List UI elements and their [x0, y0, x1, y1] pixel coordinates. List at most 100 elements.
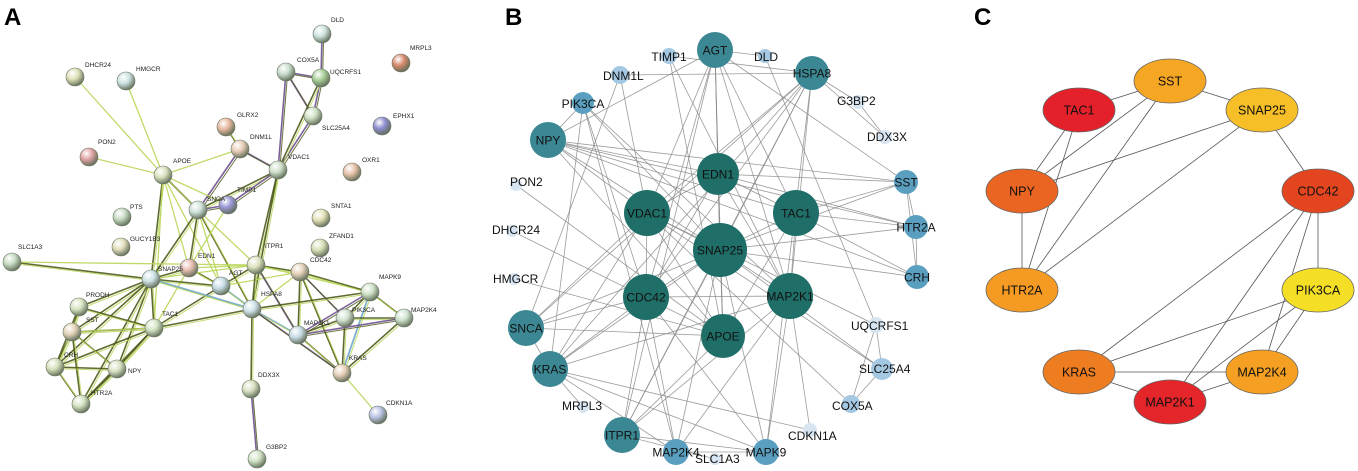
b-label-map2k1: MAP2K1 — [766, 290, 814, 304]
a-label-ephx1: EPHX1 — [393, 113, 415, 120]
a-edge-map2k4-kras-parallel — [343, 319, 406, 375]
b-label-npy: NPY — [536, 134, 561, 148]
b-node-apoe — [701, 314, 745, 358]
b-node-ddx3x — [878, 130, 892, 144]
b-edge-apoe-pon2 — [515, 184, 724, 337]
a-node-pik3ca — [335, 308, 355, 328]
a-label-snca: SNCA — [207, 196, 226, 203]
a-edge-itpr1-map2k1 — [255, 264, 299, 336]
a-edge-snap25-htr2a — [80, 278, 152, 405]
b-edge-cdc42-map2k1 — [645, 295, 791, 298]
b-label-edn1: EDN1 — [702, 168, 734, 182]
b-edge-edn1-sst — [717, 173, 907, 183]
b-node-cox5a — [842, 395, 860, 413]
b-node-sst — [894, 170, 918, 194]
a-edge-tac1-crh-parallel — [56, 329, 156, 370]
b-edge-agt-npy — [547, 49, 716, 141]
b-edge-tac1-apoe — [722, 212, 797, 337]
b-label-pik3ca: PIK3CA — [562, 97, 605, 111]
a-edge-vdac1-hspa8-parallel — [253, 171, 281, 311]
a-node-gucy1b3 — [111, 237, 131, 257]
a-label-dld: DLD — [331, 17, 344, 24]
a-label-crh: CRH — [64, 352, 78, 359]
b-label-dhcr24: DHCR24 — [492, 223, 540, 237]
a-label-slc1a3: SLC1A3 — [18, 244, 43, 251]
panel-letter-a: A — [4, 4, 21, 31]
b-edge-dld-uqcrfs1 — [764, 55, 877, 326]
a-edge-tac1-prodh-parallel — [80, 308, 156, 331]
a-edge-edn1-tac1 — [153, 267, 190, 329]
a-edge-hspa8-tac1-parallel — [155, 310, 254, 331]
a-edge-uqcrfs1-vdac1-parallel — [279, 79, 324, 172]
a-edge-snca-itpr1 — [197, 209, 257, 266]
c-node-snap25 — [1225, 87, 1299, 133]
a-edge-slc25a4-vdac1-parallel — [279, 117, 316, 172]
a-label-agt: AGT — [229, 270, 242, 277]
a-edge-itpr1-snap25 — [150, 264, 257, 280]
b-node-dld — [758, 49, 772, 63]
a-edge-cox5a-vdac1 — [277, 71, 287, 171]
a-edge-dnm1l-snca-parallel — [199, 150, 243, 212]
a-edge-agt-snap25-parallel — [152, 280, 223, 289]
a-edge-snca-agt — [197, 209, 222, 287]
a-node-dnm1l — [230, 139, 250, 159]
b-edge-edn1-htr2a — [717, 173, 917, 228]
a-edge-ddx3x-g3bp2-parallel — [252, 390, 260, 461]
a-label-ddx3x: DDX3X — [258, 372, 280, 379]
c-node-npy — [985, 168, 1059, 214]
b-edge-cdc42-itpr1 — [621, 296, 647, 436]
b-label-map2k4: MAP2K4 — [652, 446, 700, 460]
b-edge-agt-vdac1 — [646, 49, 716, 214]
a-node-g3bp2 — [247, 449, 267, 469]
a-node-hmgcr — [116, 71, 136, 91]
b-label-cdc42: CDC42 — [626, 291, 666, 305]
a-node-snta1 — [311, 208, 331, 228]
b-edge-cdc42-map2k4 — [645, 296, 677, 453]
a-edge-snca-edn1 — [188, 209, 199, 269]
a-edge-map2k4-map2k1-parallel — [299, 319, 406, 338]
a-node-cdc42 — [290, 262, 310, 282]
a-label-slc25a4: SLC25A4 — [322, 125, 350, 132]
b-label-slc1a3: SLC1A3 — [695, 452, 740, 466]
a-node-timp1 — [218, 195, 238, 215]
c-label-cdc42: CDC42 — [1298, 185, 1339, 199]
a-edge-slc1a3-snap25 — [11, 261, 152, 280]
a-edge-mapk9-hspa8-parallel — [253, 293, 372, 312]
a-label-zfand1: ZFAND1 — [329, 233, 354, 240]
b-node-kras — [532, 351, 568, 387]
b-edge-apoe-itpr1 — [621, 335, 724, 436]
a-node-mapk9 — [360, 282, 380, 302]
a-node-prodh — [69, 297, 89, 317]
c-label-pik3ca: PIK3CA — [1296, 284, 1341, 298]
a-edge-crh-npy — [54, 366, 118, 370]
b-label-hspa8: HSPA8 — [793, 67, 832, 81]
a-node-crh — [45, 357, 65, 377]
b-edge-agt-itpr1 — [621, 49, 716, 436]
a-edge-tac1-crh — [54, 327, 155, 368]
a-node-htr2a — [71, 394, 91, 414]
a-edge-agt-tac1 — [153, 285, 222, 329]
b-edge-edn1-cdc42 — [645, 173, 719, 298]
a-node-slc25a4 — [303, 106, 323, 126]
b-node-agt — [697, 32, 733, 68]
b-node-mapk9 — [753, 439, 779, 465]
a-label-hmgcr: HMGCR — [136, 66, 161, 73]
a-edge-agt-snap25 — [150, 278, 222, 287]
b-node-snap25 — [693, 223, 747, 277]
b-edge-agt-map2k1 — [714, 49, 791, 297]
a-edge-slc1a3-snap25-parallel — [13, 263, 153, 282]
a-edge-hspa8-ddx3x-parallel — [252, 310, 255, 391]
a-edge-snap25-crh — [54, 278, 152, 368]
b-node-pik3ca — [572, 92, 594, 114]
a-node-oxr1 — [342, 162, 362, 182]
a-node-zfand1 — [310, 238, 330, 258]
c-node-tac1 — [1042, 87, 1116, 133]
panel-a-nodes: DLDMRPL3COX5AUQCRFS1DHCR24HMGCRSLC25A4EP… — [2, 17, 437, 469]
a-label-pon2: PON2 — [98, 139, 116, 146]
b-node-map2k1 — [767, 273, 813, 319]
b-edge-vdac1-dnm1l — [619, 74, 648, 214]
a-label-cdc42: CDC42 — [310, 257, 332, 264]
